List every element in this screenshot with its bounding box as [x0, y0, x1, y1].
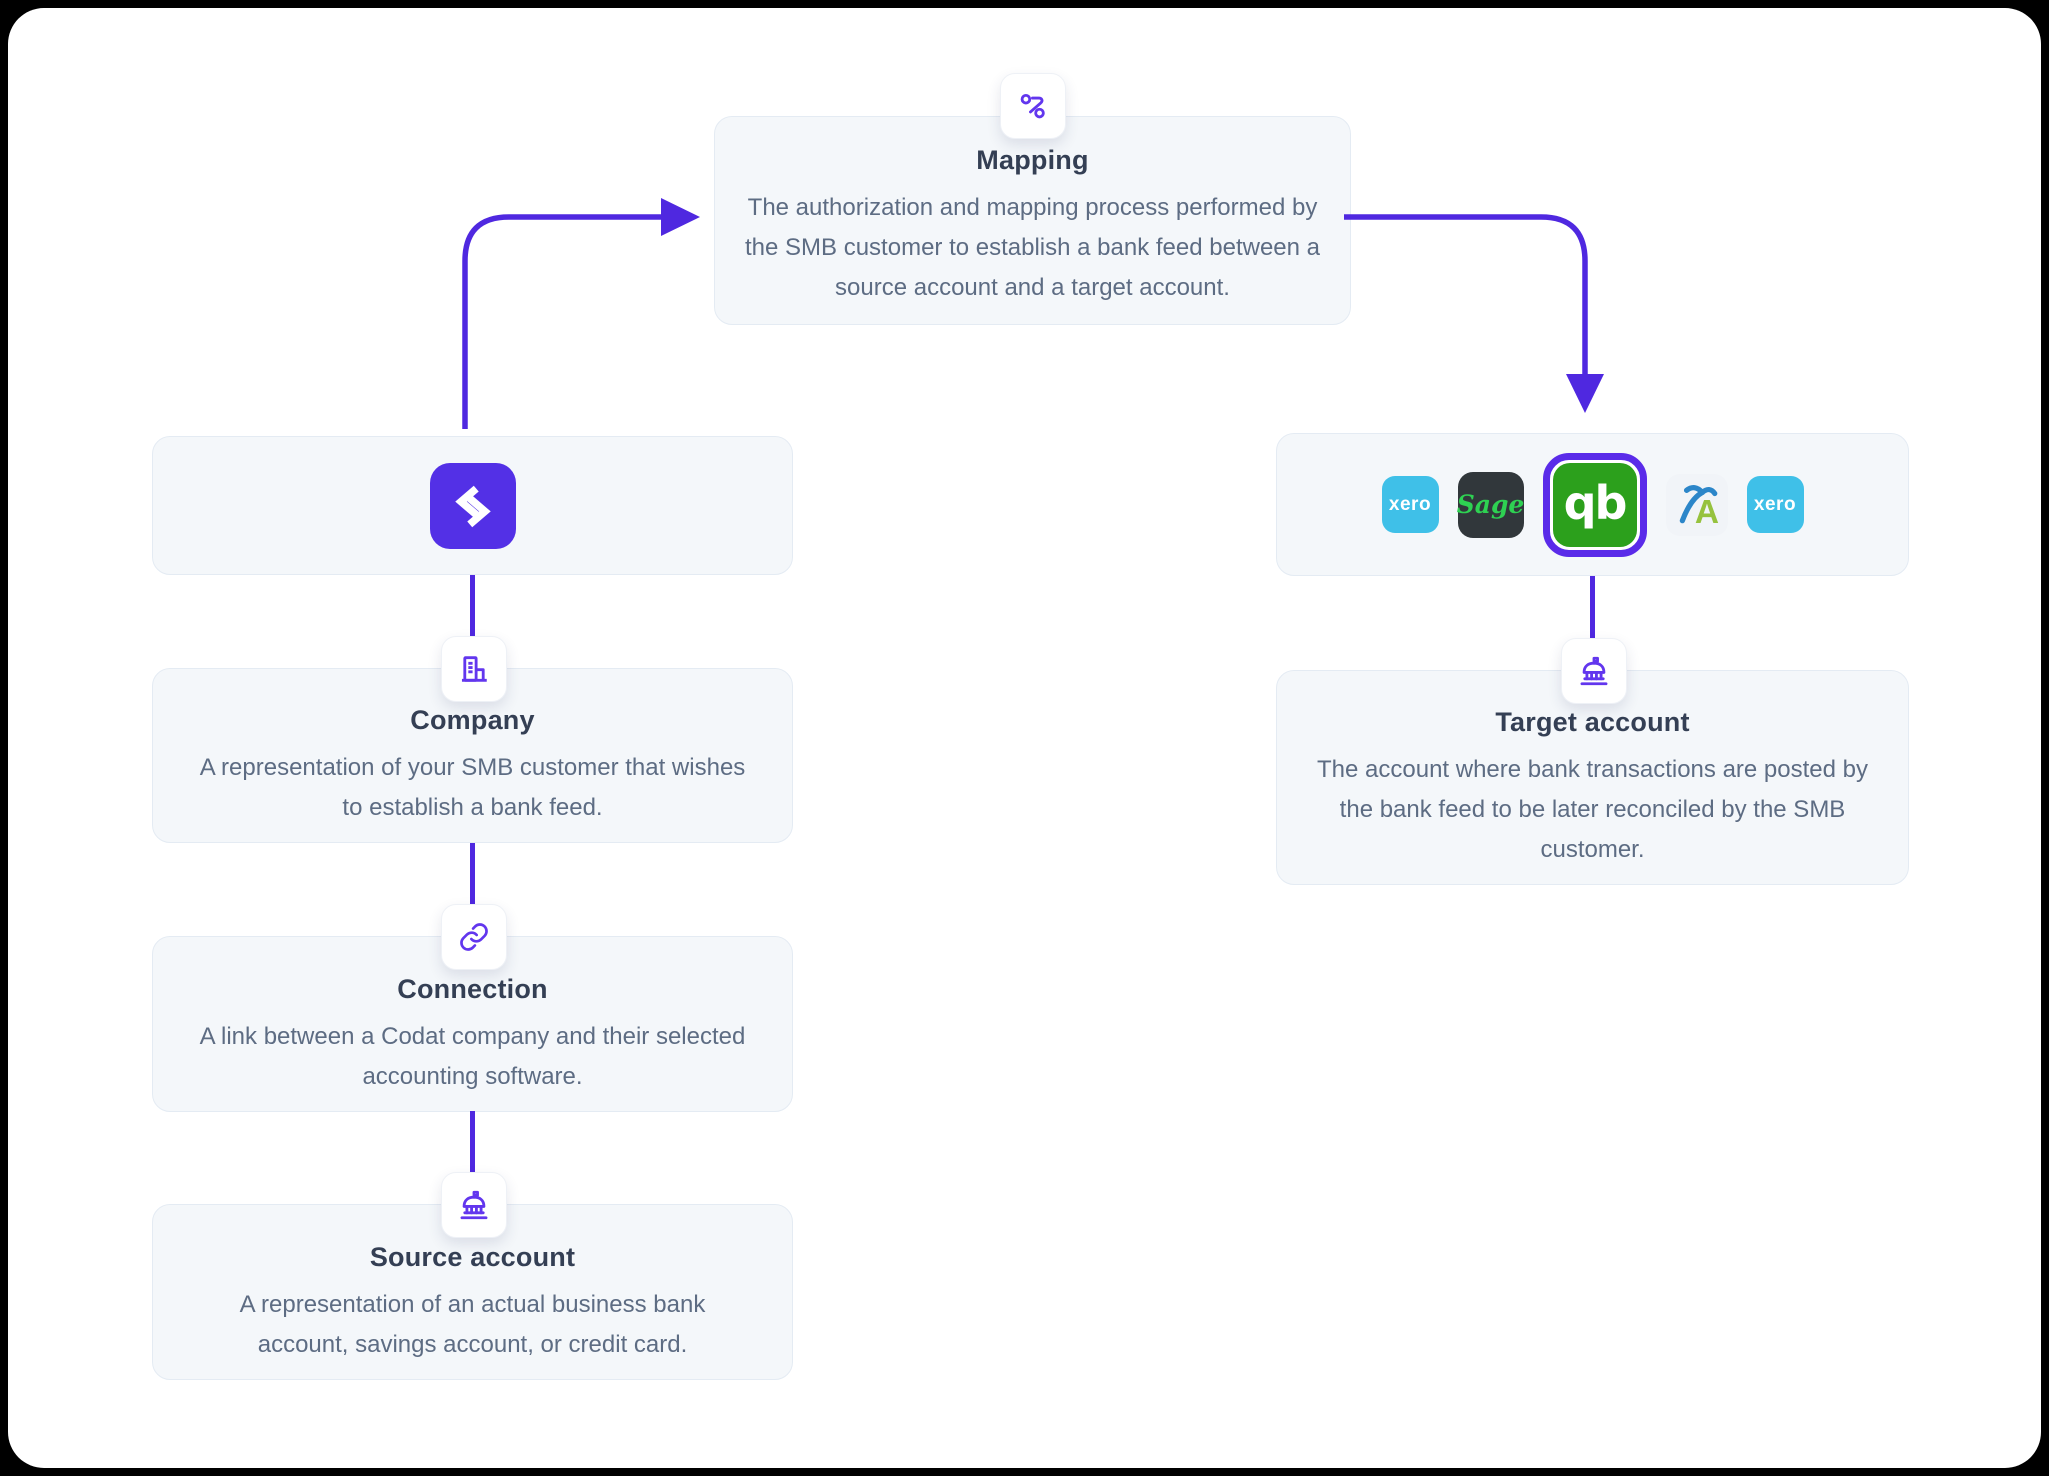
- codat-logo: [429, 462, 516, 549]
- xero-logo-label: xero: [1388, 493, 1432, 515]
- source-account-chip: [441, 1172, 507, 1238]
- platforms-card: xero Sage qb A: [1276, 433, 1909, 576]
- bank-icon: [460, 1190, 488, 1220]
- xero-logo: xero: [1746, 476, 1804, 533]
- connector-line: [1590, 576, 1595, 640]
- mapping-card: Mapping The authorization and mapping pr…: [714, 116, 1351, 325]
- quickbooks-logo-selected-ring: qb: [1542, 452, 1647, 557]
- connection-title: Connection: [397, 973, 548, 1004]
- company-description: A representation of your SMB customer th…: [199, 754, 746, 821]
- codat-chevrons-icon: [454, 485, 491, 527]
- mapping-chip: [1000, 73, 1066, 139]
- target-account-description: The account where bank transactions are …: [1317, 756, 1868, 863]
- target-account-chip: [1561, 638, 1627, 704]
- arrow-company-to-mapping: [462, 198, 700, 429]
- connector-line: [470, 1111, 475, 1175]
- arrow-mapping-to-platforms: [1344, 214, 1604, 413]
- freeagent-logo: A: [1665, 473, 1728, 536]
- link-icon: [460, 923, 488, 951]
- codat-card: [152, 436, 793, 575]
- sage-logo-label: Sage: [1456, 490, 1525, 519]
- connection-card: Connection A link between a Codat compan…: [152, 936, 793, 1112]
- mapping-title: Mapping: [976, 145, 1089, 175]
- route-icon: [1020, 93, 1045, 119]
- page-background: Mapping The authorization and mapping pr…: [8, 8, 2041, 1468]
- company-title: Company: [410, 705, 535, 735]
- xero-logo-label: xero: [1753, 493, 1797, 515]
- connection-chip: [441, 904, 507, 970]
- connection-description: A link between a Codat company and their…: [199, 1022, 746, 1090]
- connector-line: [470, 843, 475, 907]
- quickbooks-logo: qb: [1552, 462, 1637, 547]
- target-account-title: Target account: [1495, 707, 1690, 737]
- source-account-description: A representation of an actual business b…: [239, 1290, 706, 1358]
- target-account-card: Target account The account where bank tr…: [1276, 670, 1909, 885]
- platform-logo-row: xero Sage qb A: [1381, 452, 1804, 557]
- mapping-description: The authorization and mapping process pe…: [745, 194, 1321, 301]
- xero-logo: xero: [1381, 476, 1439, 533]
- sage-logo: Sage: [1456, 471, 1525, 538]
- freeagent-bird-icon: A: [1679, 484, 1719, 528]
- company-chip: [441, 636, 507, 702]
- bank-icon: [1580, 656, 1608, 686]
- source-account-title: Source account: [369, 1241, 576, 1272]
- connector-line: [470, 575, 475, 639]
- building-icon: [461, 656, 487, 682]
- quickbooks-logo-label: qb: [1563, 475, 1628, 530]
- svg-text:A: A: [1694, 493, 1718, 527]
